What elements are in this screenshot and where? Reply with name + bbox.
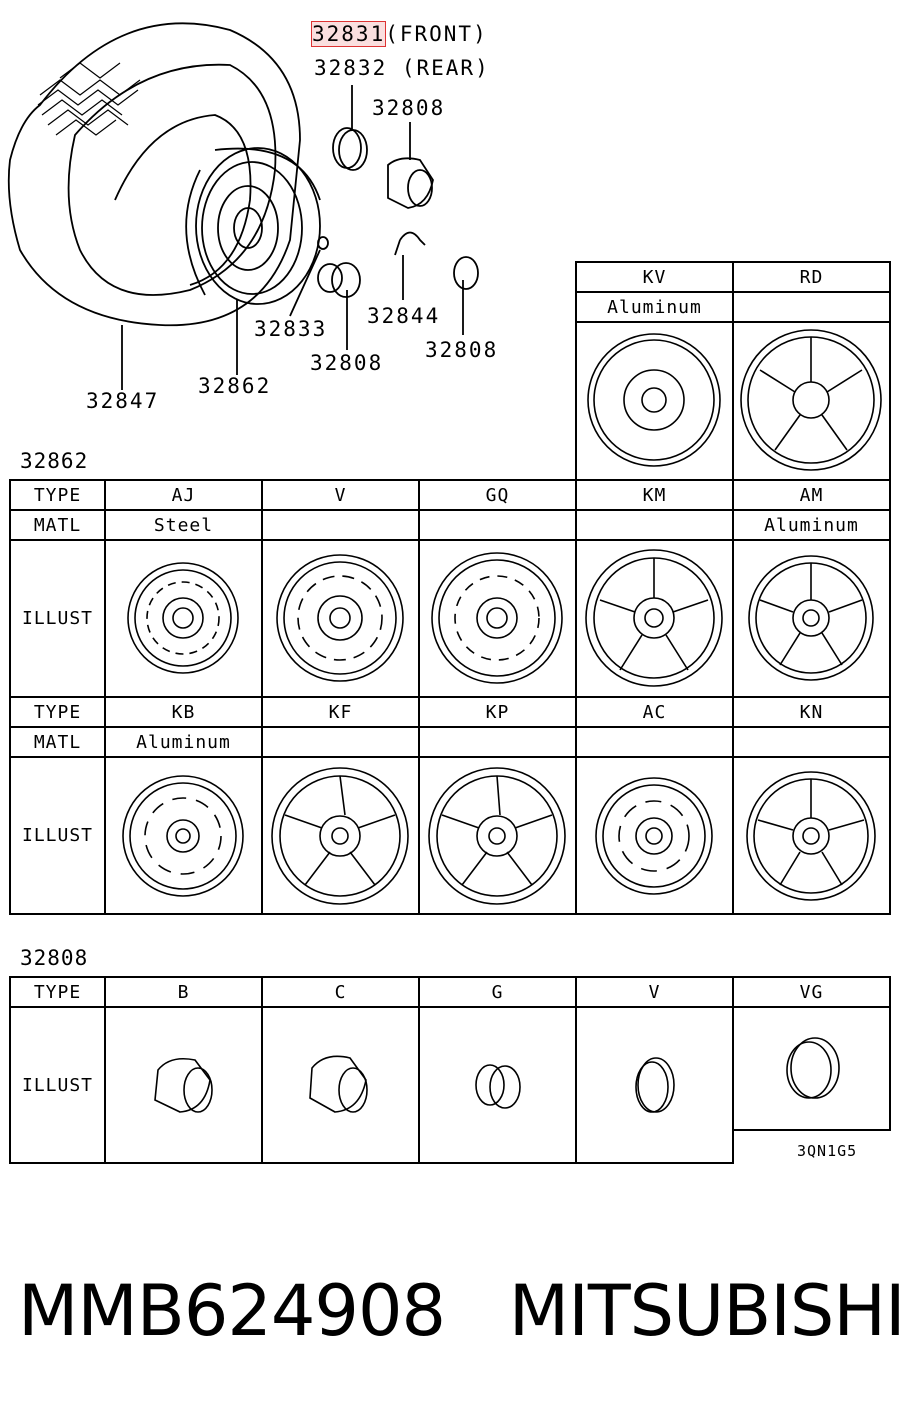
wheel-type-AJ: AJ (171, 484, 196, 506)
part-label-front-number[interactable]: 32831 (310, 21, 387, 47)
row-label-illust-1: ILLUST (21, 608, 94, 629)
wheel-illust-KN (746, 771, 876, 901)
wheel-type-KF: KF (328, 701, 353, 723)
cap-illust-VG (786, 1037, 840, 1099)
wheel-illust-GQ (431, 552, 563, 684)
cap-illust-G (475, 1064, 521, 1109)
cap-row-label-type: TYPE (33, 981, 82, 1003)
part-label-cap-mid: 32808 (310, 351, 384, 375)
wheel-illust-KV (587, 333, 721, 467)
wheel-illust-AC (595, 777, 713, 895)
wheel-illust-KB (122, 775, 244, 897)
cap-type-G: G (491, 981, 504, 1003)
wheel-type-KP: KP (485, 701, 510, 723)
wheel-type-KV: KV (642, 266, 667, 288)
part-label-clip: 32844 (367, 304, 441, 328)
part-label-cap-top: 32808 (372, 96, 446, 120)
wheel-matl-KV: Aluminum (607, 296, 702, 318)
cap-type-C: C (334, 981, 347, 1003)
cap-row-label-illust: ILLUST (21, 1074, 94, 1096)
wheel-type-AM: AM (799, 484, 824, 506)
row-label-matl-1: MATL (33, 514, 82, 536)
wheel-illust-RD (740, 329, 882, 471)
footer-part-number: MMB624908 (18, 1270, 446, 1352)
part-label-rear: 32832 (REAR) (314, 56, 490, 80)
row-label-type-1: TYPE (33, 484, 82, 506)
part-label-wheel: 32862 (198, 374, 272, 398)
wheel-illust-KF (271, 767, 409, 905)
cap-type-B: B (177, 981, 190, 1003)
cap-table-title: 32808 (20, 946, 89, 970)
row-label-type-2: TYPE (33, 701, 82, 723)
wheel-matl-AM: Aluminum (764, 514, 859, 536)
cap-type-V: V (648, 981, 661, 1003)
wheel-illust-AJ (127, 562, 239, 674)
wheel-type-AC: AC (642, 701, 667, 723)
cap-illust-B (154, 1057, 213, 1113)
cap-illust-V (635, 1057, 675, 1113)
part-label-cap-right: 32808 (425, 338, 499, 362)
wheel-illust-AM (748, 555, 874, 681)
wheel-illust-V (276, 554, 404, 682)
part-label-tire: 32847 (86, 389, 160, 413)
tire-drawing (7, 22, 301, 327)
footer-brand: MITSUBISHI (508, 1270, 906, 1352)
row-label-illust-2: ILLUST (21, 825, 94, 846)
cap-type-VG: VG (799, 981, 824, 1003)
row-label-matl-2: MATL (33, 731, 82, 753)
wheel-matl-KB: Aluminum (136, 731, 231, 753)
wheel-type-KN: KN (799, 701, 824, 723)
wheel-table-title: 32862 (20, 449, 89, 473)
cap-illust-C (309, 1055, 368, 1113)
wheel-type-KB: KB (171, 701, 196, 723)
part-label-nut: 32833 (254, 317, 328, 341)
wheel-illust-KM (585, 549, 723, 687)
diagram-code: 3QN1G5 (797, 1142, 858, 1160)
wheel-type-V: V (334, 484, 347, 506)
wheel-type-GQ: GQ (485, 484, 510, 506)
wheel-type-RD: RD (799, 266, 824, 288)
part-label-front-suffix: (FRONT) (385, 22, 488, 46)
wheel-matl-AJ: Steel (153, 514, 214, 536)
wheel-rim-drawing (185, 147, 321, 305)
wheel-illust-KP (428, 767, 566, 905)
wheel-type-KM: KM (642, 484, 667, 506)
